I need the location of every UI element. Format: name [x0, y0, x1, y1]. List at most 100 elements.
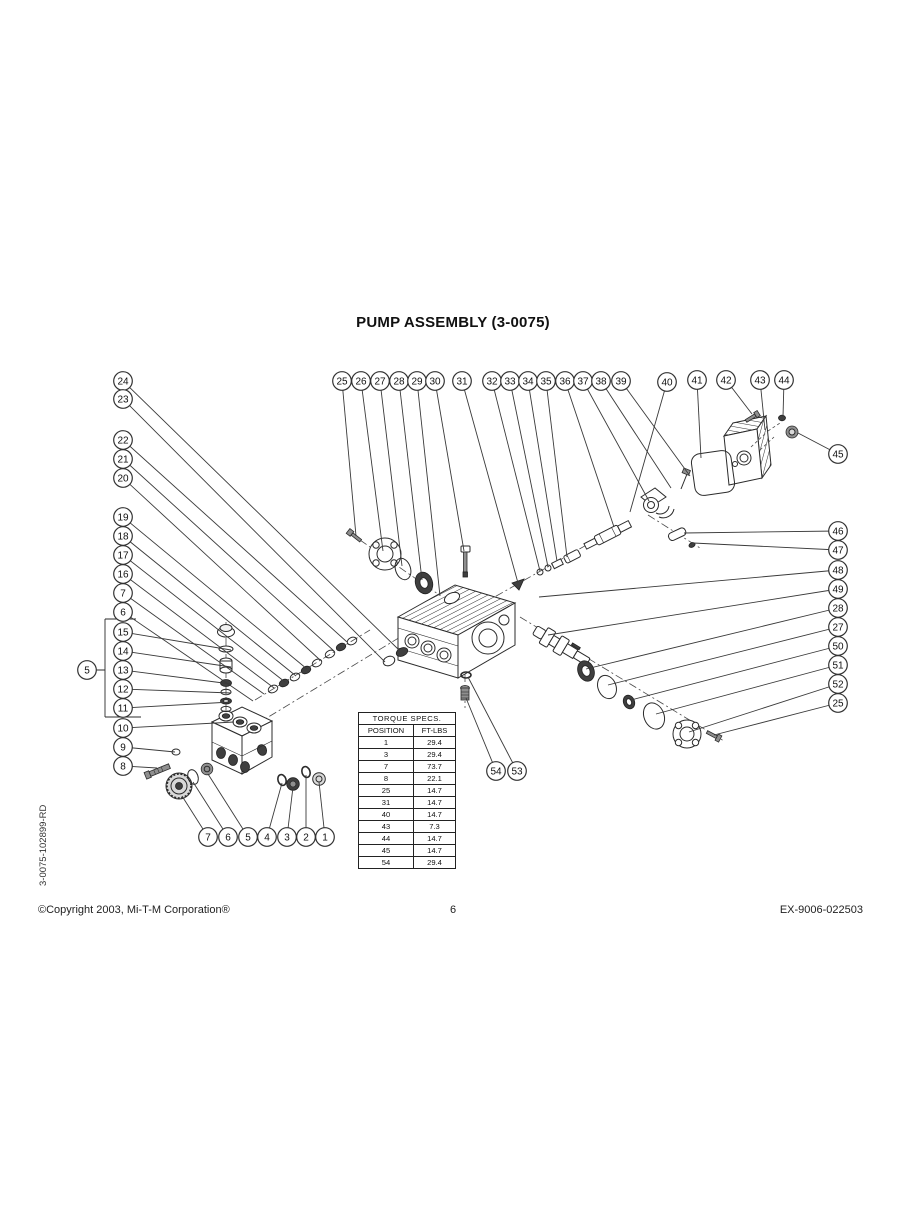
leader-line-36	[564, 380, 615, 528]
leader-line-27	[607, 626, 839, 686]
torque-table-cell: 8	[358, 772, 414, 785]
callout-20: 20	[113, 468, 133, 488]
svg-text:34: 34	[522, 376, 534, 387]
callout-31: 31	[452, 371, 472, 391]
svg-text:45: 45	[832, 449, 844, 460]
leader-line-20	[122, 477, 321, 661]
callout-4: 4	[257, 827, 277, 847]
callout-28: 28	[828, 598, 848, 618]
svg-text:46: 46	[832, 526, 844, 537]
callout-11: 11	[113, 698, 133, 718]
svg-text:50: 50	[832, 641, 844, 652]
leader-line-51	[655, 664, 839, 715]
torque-table-cell: 14.7	[413, 784, 456, 797]
leader-line-25	[341, 380, 357, 537]
callout-52: 52	[828, 674, 848, 694]
svg-text:31: 31	[456, 376, 468, 387]
leader-line-47	[692, 542, 839, 551]
torque-table-cell: 14.7	[413, 832, 456, 845]
connecting-rod-assembly	[583, 467, 696, 550]
callout-39: 39	[611, 371, 631, 391]
torque-table-cell: 45	[358, 844, 414, 857]
drain-bolt	[460, 671, 472, 701]
callout-15: 15	[113, 622, 133, 642]
bearing-flange-left	[345, 527, 434, 595]
torque-table-cell: 22.1	[413, 772, 456, 785]
svg-text:48: 48	[832, 565, 844, 576]
leader-line-10	[122, 721, 235, 729]
callout-10: 10	[113, 718, 133, 738]
torque-table-cell: 1	[358, 736, 414, 749]
svg-text:43: 43	[754, 375, 766, 386]
dipstick	[460, 545, 471, 578]
footer-page-number: 6	[449, 904, 457, 916]
callout-16: 16	[113, 564, 133, 584]
svg-text:6: 6	[225, 832, 231, 843]
leader-line-50	[630, 645, 839, 701]
leader-line-6	[192, 781, 229, 838]
callout-27: 27	[828, 617, 848, 637]
leader-line-41	[696, 379, 702, 459]
leader-line-46	[683, 530, 839, 534]
callout-40: 40	[657, 372, 677, 392]
leader-line-30	[434, 380, 465, 552]
callout-30: 30	[425, 371, 445, 391]
torque-table-cell: 31	[358, 796, 414, 809]
leader-line-26	[360, 380, 384, 552]
torque-table-cell: 14.7	[413, 808, 456, 821]
callout-14: 14	[113, 641, 133, 661]
leader-line-37	[582, 380, 650, 502]
svg-text:27: 27	[374, 376, 386, 387]
leader-line-23	[122, 398, 386, 663]
leader-line-28	[585, 607, 839, 670]
svg-text:6: 6	[120, 607, 126, 618]
manifold	[210, 706, 274, 775]
callout-45: 45	[828, 444, 848, 464]
bottom-fittings	[165, 762, 326, 800]
right-seal-train	[577, 660, 723, 749]
leader-line-34	[527, 380, 558, 562]
svg-text:40: 40	[661, 377, 673, 388]
torque-col-ftlbs: FT-LBS	[413, 724, 456, 737]
crankshaft	[532, 625, 591, 666]
leader-line-33	[509, 380, 549, 568]
svg-text:10: 10	[117, 723, 129, 734]
svg-text:15: 15	[117, 627, 129, 638]
svg-text:30: 30	[429, 376, 441, 387]
leader-line-48	[538, 569, 839, 598]
footer-doc-number: EX-9006-022503	[779, 904, 863, 916]
packing-seals-row	[267, 636, 358, 694]
svg-text:5: 5	[84, 665, 90, 676]
callout-18: 18	[113, 526, 133, 546]
svg-text:25: 25	[832, 698, 844, 709]
torque-table-cell: 43	[358, 820, 414, 833]
leader-lines	[87, 379, 839, 838]
crankcase	[396, 578, 525, 679]
svg-text:52: 52	[832, 679, 844, 690]
callout-21: 21	[113, 449, 133, 469]
callout-23: 23	[113, 389, 133, 409]
callout-38: 38	[591, 371, 611, 391]
svg-text:2: 2	[303, 832, 309, 843]
callout-25: 25	[332, 371, 352, 391]
torque-table-cell: 7.3	[413, 820, 456, 833]
leader-line-17	[122, 554, 286, 683]
callout-24: 24	[113, 371, 133, 391]
callout-27: 27	[370, 371, 390, 391]
svg-text:33: 33	[504, 376, 516, 387]
callout-8: 8	[113, 756, 133, 776]
torque-table-cell: 7	[358, 760, 414, 773]
svg-text:24: 24	[117, 376, 129, 387]
svg-text:28: 28	[832, 603, 844, 614]
svg-text:19: 19	[117, 512, 129, 523]
leader-line-5	[207, 773, 249, 838]
svg-text:44: 44	[778, 375, 790, 386]
unloader-stack	[217, 624, 235, 713]
